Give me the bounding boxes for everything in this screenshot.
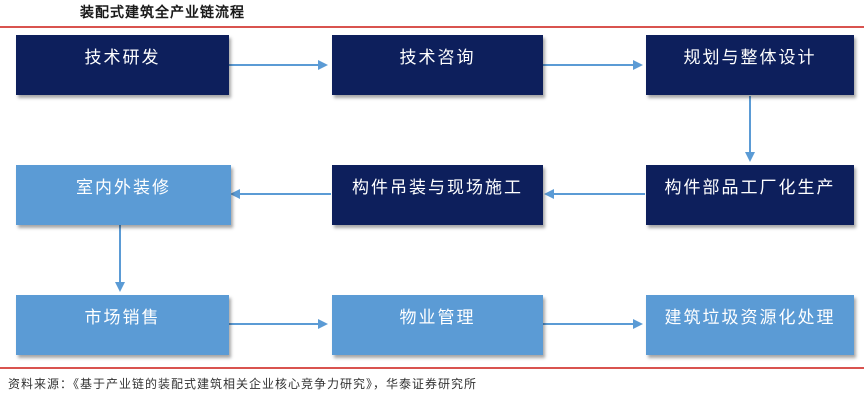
node-property-management: 物业管理 [332, 295, 543, 355]
node-component-install: 构件吊装与现场施工 [332, 165, 543, 225]
node-tech-consult: 技术咨询 [332, 35, 543, 95]
node-interior-decoration: 室内外装修 [16, 165, 231, 225]
node-waste-recycling: 建筑垃圾资源化处理 [646, 295, 854, 355]
top-divider [0, 26, 864, 28]
bottom-divider [0, 367, 864, 369]
source-note: 资料来源：《基于产业链的装配式建筑相关企业核心竞争力研究》，华泰证券研究所 [8, 377, 478, 391]
node-tech-rd: 技术研发 [16, 35, 229, 95]
node-component-production: 构件部品工厂化生产 [646, 165, 854, 225]
node-planning-design: 规划与整体设计 [646, 35, 854, 95]
node-market-sales: 市场销售 [16, 295, 229, 355]
page-title: 装配式建筑全产业链流程 [80, 5, 245, 21]
